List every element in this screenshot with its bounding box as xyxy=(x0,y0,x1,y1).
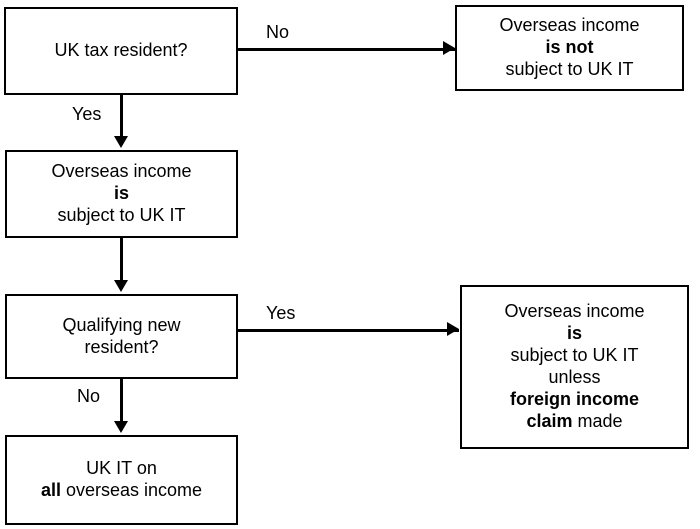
edge-label-no-down: No xyxy=(77,386,101,406)
edge-label-yes-right: Yes xyxy=(266,303,296,323)
edge-label-yes-down: Yes xyxy=(72,104,102,124)
node-line: subject to UK IT xyxy=(57,204,186,225)
node-line: Overseas income xyxy=(51,161,192,182)
node-overseas-income-is-subject[interactable]: Overseas income is subject to UK IT xyxy=(5,150,238,238)
edge-label-no-top: No xyxy=(266,22,290,42)
node-line-emphasis: is xyxy=(113,183,129,204)
node-line: Qualifying new xyxy=(62,314,181,335)
node-line: subject to UK IT xyxy=(510,345,639,366)
node-overseas-income-not-subject[interactable]: Overseas income is not subject to UK IT xyxy=(455,5,684,91)
node-line: Overseas income xyxy=(504,301,645,322)
arrow-right-icon xyxy=(443,41,455,55)
node-line-emphasis: foreign income xyxy=(509,388,639,409)
node-line-emphasis: is not xyxy=(545,37,594,58)
node-line-emphasis: claim made xyxy=(526,410,623,431)
node-line: UK IT on xyxy=(86,458,157,479)
node-line: UK tax resident? xyxy=(54,40,188,61)
arrow-down-icon xyxy=(114,421,128,433)
edge-no-to-uk-it-all-line xyxy=(120,379,123,423)
node-line: Overseas income xyxy=(499,15,640,36)
edge-yes-to-unless-claim-line xyxy=(237,329,459,332)
node-uk-it-all-overseas-income[interactable]: UK IT on all overseas income xyxy=(5,435,238,525)
node-line-emphasis: all overseas income xyxy=(40,480,203,500)
node-overseas-income-unless-claim[interactable]: Overseas income is subject to UK IT unle… xyxy=(460,285,689,449)
node-line-suffix: overseas income xyxy=(60,480,203,500)
node-qualifying-new-resident[interactable]: Qualifying new resident? xyxy=(5,294,238,379)
node-line-suffix: made xyxy=(572,410,623,431)
edge-is-subject-to-qualifying-line xyxy=(120,238,123,282)
edge-no-to-not-subject-line xyxy=(237,48,455,51)
node-uk-tax-resident[interactable]: UK tax resident? xyxy=(4,7,238,95)
node-line: subject to UK IT xyxy=(505,58,634,79)
node-line: unless xyxy=(548,367,601,387)
arrow-right-icon xyxy=(447,322,459,336)
node-line-emphasis: is xyxy=(566,323,582,344)
node-line: resident? xyxy=(84,336,159,357)
arrow-down-icon xyxy=(114,136,128,148)
arrow-down-icon xyxy=(114,280,128,292)
edge-yes-to-is-subject-line xyxy=(120,94,123,138)
